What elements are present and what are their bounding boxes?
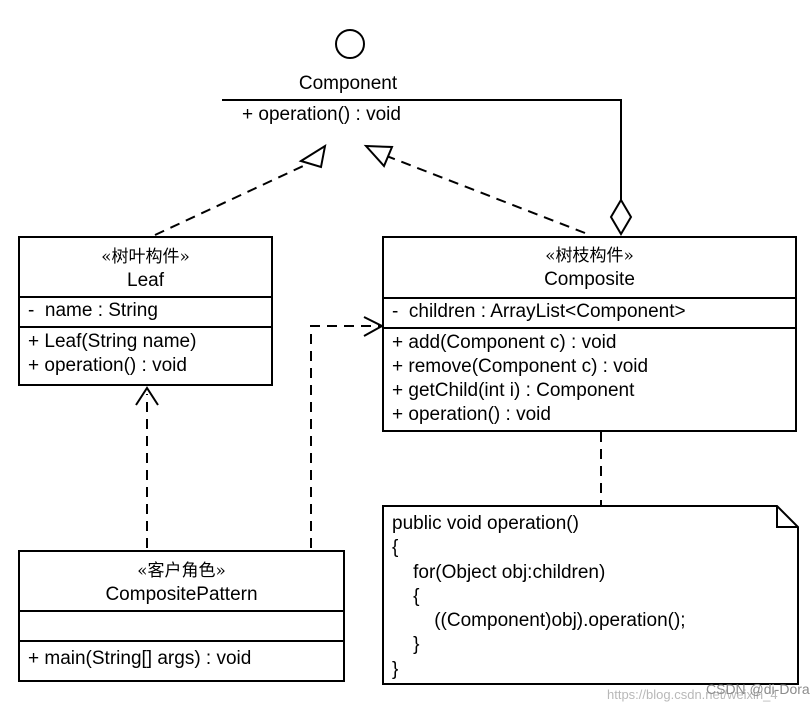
component-name: Component — [298, 73, 398, 94]
note-shape — [382, 505, 799, 685]
client-attributes — [20, 610, 343, 640]
note-folded-corner — [776, 506, 798, 528]
component-operation: + operation() : void — [242, 104, 401, 125]
composite-header: «树枝构件» Composite — [384, 238, 795, 297]
leaf-operations: + Leaf(String name) + operation() : void — [20, 326, 271, 378]
note-body: public void operation() { for(Object obj… — [392, 512, 686, 682]
client-class-box: «客户角色» CompositePattern + main(String[] … — [18, 550, 345, 682]
note-line: } — [392, 658, 399, 680]
client-operations: + main(String[] args) : void — [20, 640, 343, 671]
leaf-realization-arrowhead — [298, 143, 327, 169]
watermark-url: https://blog.csdn.net/weixin_4 — [607, 687, 778, 702]
note-line: ((Component)obj).operation(); — [392, 610, 686, 632]
aggregation-diamond — [609, 198, 633, 236]
leaf-realization-line — [154, 159, 317, 236]
composite-operations: + add(Component c) : void + remove(Compo… — [384, 327, 795, 427]
note-line: public void operation() — [392, 513, 579, 534]
leaf-op: + operation() : void — [28, 355, 187, 376]
composite-name: Composite — [544, 269, 635, 290]
leaf-stereotype: «树叶构件» — [101, 247, 190, 267]
composite-op: + remove(Component c) : void — [392, 356, 649, 377]
leaf-attribute: - name : String — [28, 300, 158, 321]
leaf-attributes: - name : String — [20, 296, 271, 326]
composite-op: + operation() : void — [392, 404, 551, 425]
composite-op: + getChild(int i) : Component — [392, 380, 635, 401]
interface-lollipop-circle — [335, 29, 365, 59]
composite-attribute: - children : ArrayList<Component> — [392, 301, 686, 322]
client-composite-dependency-line — [310, 325, 380, 548]
composite-stereotype: «树枝构件» — [545, 246, 634, 266]
composite-realization-arrowhead — [363, 144, 394, 168]
client-header: «客户角色» CompositePattern — [20, 552, 343, 610]
client-name: CompositePattern — [105, 584, 258, 605]
client-leaf-arrowhead — [135, 386, 159, 406]
client-stereotype: «客户角色» — [137, 561, 226, 581]
note-line: } — [392, 634, 420, 656]
client-op: + main(String[] args) : void — [28, 648, 252, 669]
note-line: { — [392, 537, 399, 559]
composite-attributes: - children : ArrayList<Component> — [384, 297, 795, 327]
composite-realization-line — [383, 154, 586, 234]
leaf-header: «树叶构件» Leaf — [20, 238, 271, 296]
leaf-class-box: «树叶构件» Leaf - name : String + Leaf(Strin… — [18, 236, 273, 386]
leaf-op: + Leaf(String name) — [28, 331, 197, 352]
aggregation-line — [474, 99, 622, 200]
composite-op: + add(Component c) : void — [392, 332, 617, 353]
composite-class-box: «树枝构件» Composite - children : ArrayList<… — [382, 236, 797, 432]
leaf-name: Leaf — [127, 270, 164, 291]
note-line: for(Object obj:children) — [392, 561, 606, 583]
watermark-credit: CSDN @di-Dora — [706, 681, 810, 697]
note-line: { — [392, 585, 420, 607]
